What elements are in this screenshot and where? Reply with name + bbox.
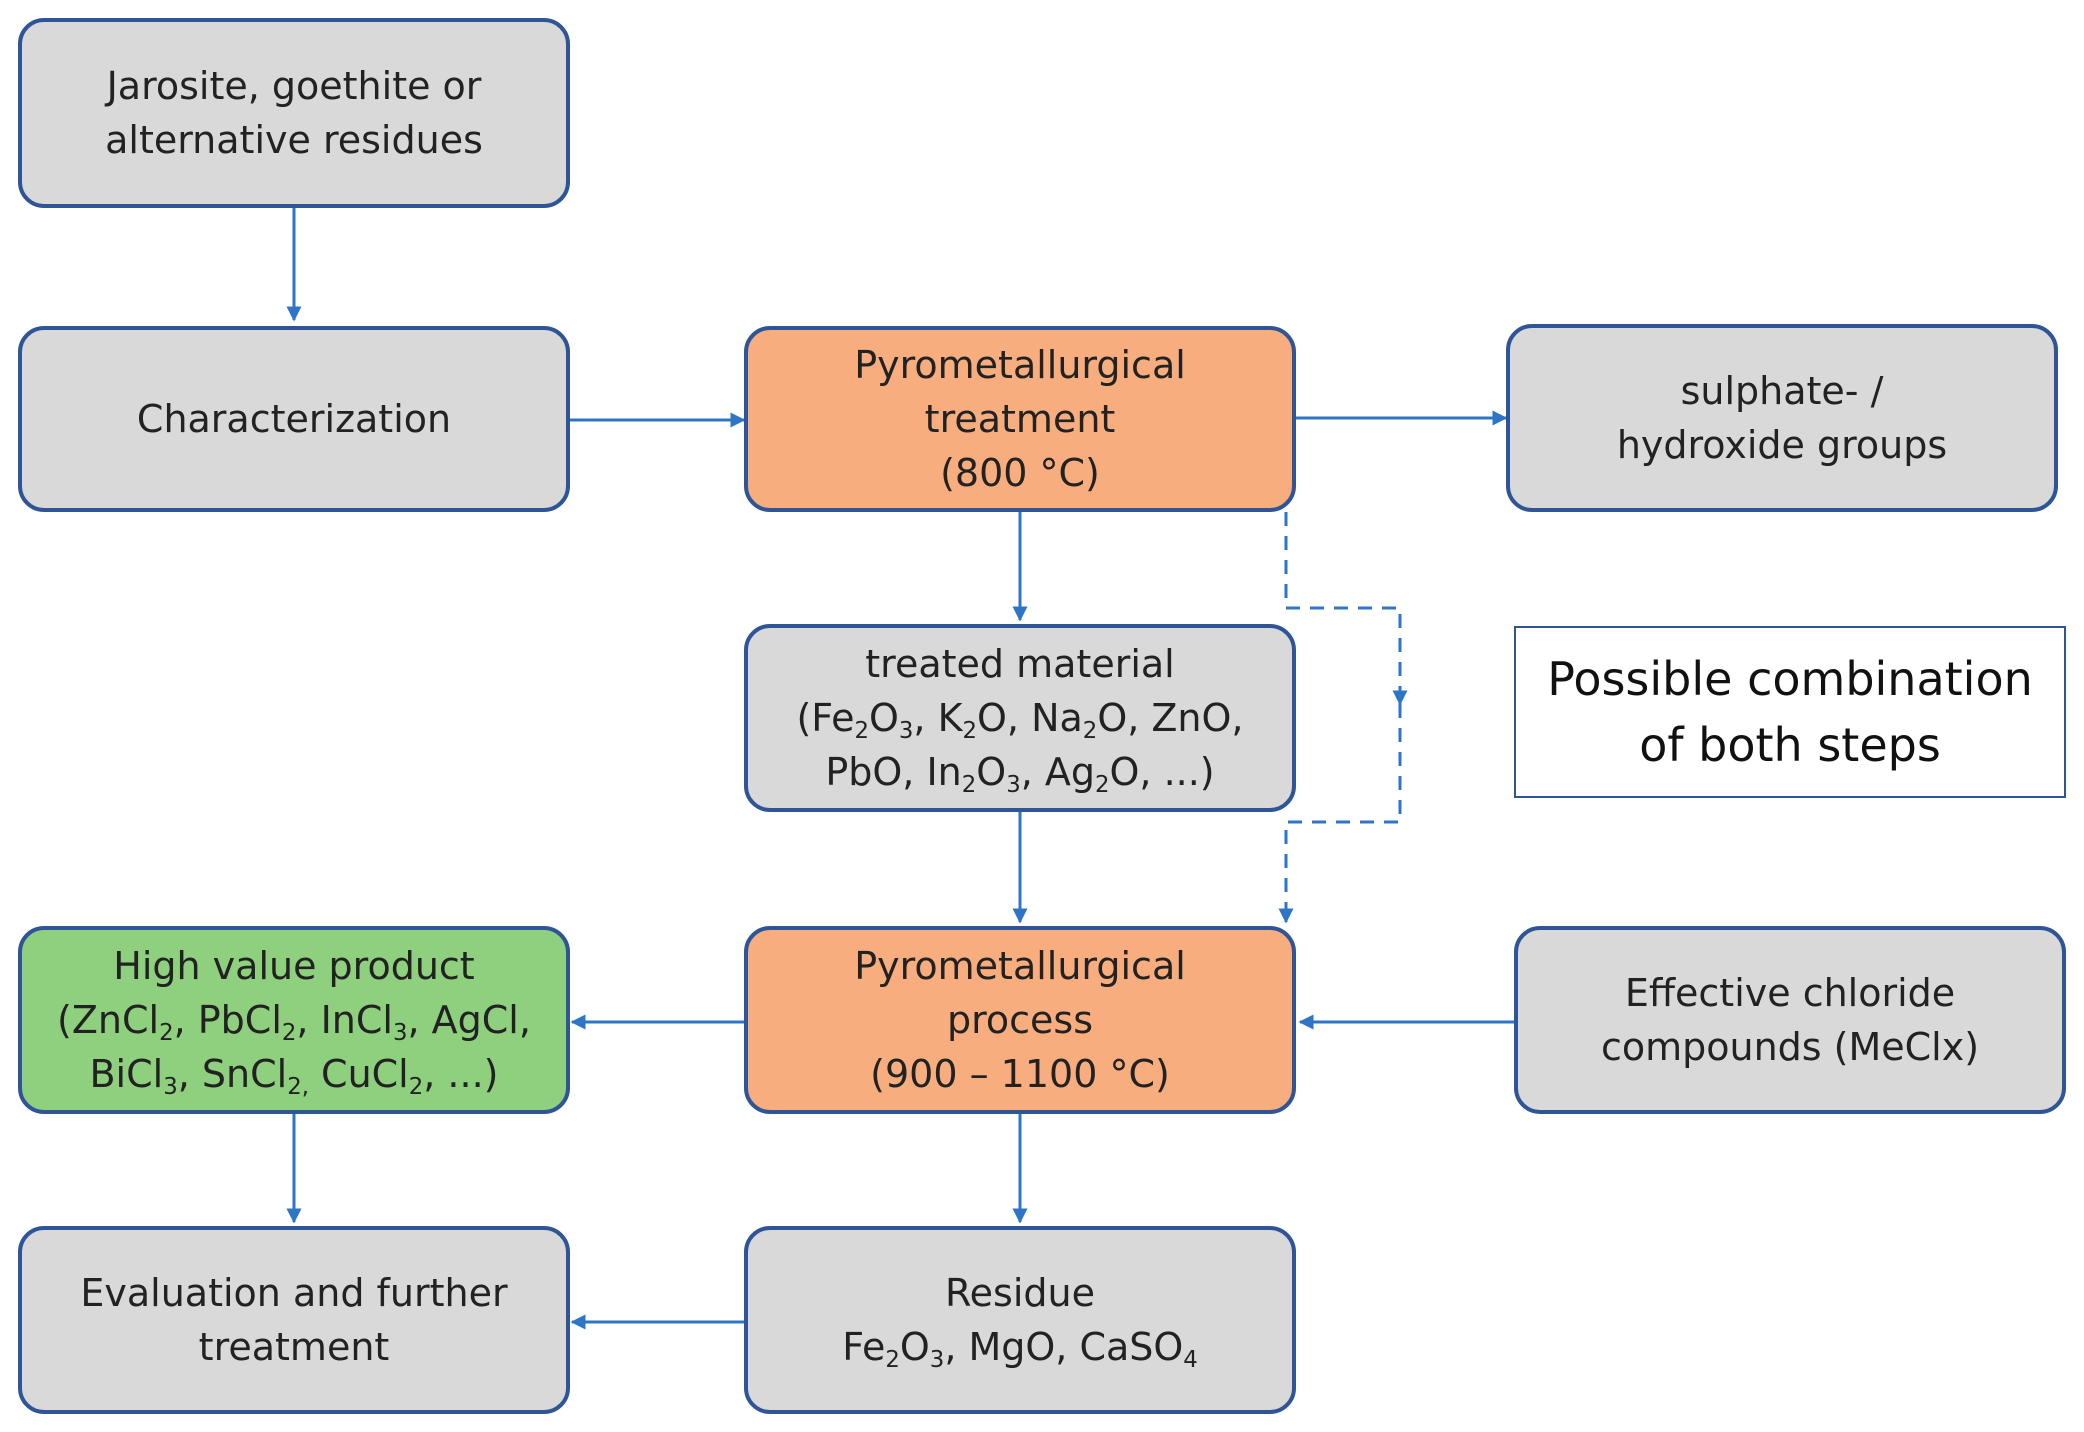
- residue-box: Residue Fe2O3, MgO, CaSO4: [744, 1226, 1296, 1414]
- pyro-treatment-line-2: treatment: [924, 397, 1116, 441]
- high-value-line-1: High value product: [113, 944, 475, 988]
- pyro-process-box: Pyrometallurgical process (900 – 1100 °C…: [744, 926, 1296, 1114]
- high-value-line-3: BiCl3, SnCl2, CuCl2, ...): [89, 1052, 499, 1100]
- sulphate-line-1: sulphate- /: [1680, 369, 1884, 413]
- evaluation-line-1: Evaluation and further: [80, 1271, 508, 1315]
- dashed-combination-path: [1278, 512, 1408, 924]
- pyro-treatment-box: Pyrometallurgical treatment (800 °C): [744, 326, 1296, 512]
- pyro-process-line-3: (900 – 1100 °C): [870, 1052, 1170, 1096]
- sulphate-box: sulphate- / hydroxide groups: [1506, 324, 2058, 512]
- characterization-label: Characterization: [136, 397, 452, 441]
- chloride-box: Effective chloride compounds (MeClx): [1514, 926, 2066, 1114]
- note-line-2: of both steps: [1639, 718, 1941, 772]
- residue-line-2: Fe2O3, MgO, CaSO4: [842, 1325, 1198, 1373]
- characterization-box: Characterization: [18, 326, 570, 512]
- treated-material-line-3: PbO, In2O3, Ag2O, ...): [825, 750, 1215, 798]
- high-value-product-box: High value product (ZnCl2, PbCl2, InCl3,…: [18, 926, 570, 1114]
- combination-note: Possible combination of both steps: [1514, 626, 2066, 798]
- treated-material-box: treated material (Fe2O3, K2O, Na2O, ZnO,…: [744, 624, 1296, 812]
- pyro-process-line-1: Pyrometallurgical: [854, 944, 1186, 988]
- treated-material-line-1: treated material: [865, 642, 1175, 686]
- treated-material-line-2: (Fe2O3, K2O, Na2O, ZnO,: [796, 696, 1244, 744]
- evaluation-box: Evaluation and further treatment: [18, 1226, 570, 1414]
- residues-line-2: alternative residues: [105, 118, 483, 162]
- pyro-process-line-2: process: [946, 998, 1094, 1042]
- pyro-treatment-line-3: (800 °C): [940, 451, 1100, 495]
- high-value-line-2: (ZnCl2, PbCl2, InCl3, AgCl,: [57, 998, 531, 1046]
- residues-box: Jarosite, goethite or alternative residu…: [18, 18, 570, 208]
- residue-line-1: Residue: [944, 1271, 1095, 1315]
- chloride-line-2: compounds (MeClx): [1600, 1025, 1980, 1069]
- evaluation-line-2: treatment: [198, 1325, 390, 1369]
- residues-line-1: Jarosite, goethite or: [106, 64, 482, 108]
- note-line-1: Possible combination: [1547, 652, 2033, 706]
- pyro-treatment-line-1: Pyrometallurgical: [854, 343, 1186, 387]
- sulphate-line-2: hydroxide groups: [1616, 423, 1948, 467]
- chloride-line-1: Effective chloride: [1624, 971, 1956, 1015]
